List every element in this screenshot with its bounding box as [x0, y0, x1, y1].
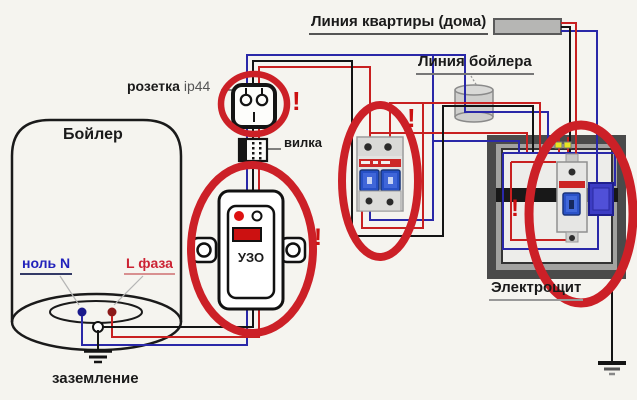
socket-label: розетка ip44	[127, 78, 211, 94]
panel-blue-module	[588, 182, 614, 216]
boiler-text: Бойлер	[63, 126, 123, 143]
rcd-indicator-red	[234, 211, 244, 221]
plug-icon	[237, 137, 269, 163]
panel-label: Электрощит	[489, 279, 584, 301]
warning-mark-socket: !	[292, 86, 301, 116]
apartment-line-label: Линия квартиры (дома)	[309, 13, 489, 35]
terminal-pad	[554, 141, 563, 149]
socket-rating-text: ip44	[183, 78, 211, 94]
highlight-ring-breaker	[338, 101, 422, 261]
phase-text: L фаза	[124, 255, 175, 276]
boiler-outline	[10, 118, 183, 352]
ground-text: заземление	[52, 370, 139, 387]
socket-name-text: розетка	[127, 78, 180, 94]
ground-symbol-right	[598, 361, 626, 376]
phase-terminal	[107, 307, 117, 317]
apartment-line-box	[493, 18, 562, 35]
socket-icon	[231, 83, 277, 129]
warning-mark-panel: !	[511, 195, 519, 222]
rcd-device	[190, 189, 307, 311]
rcd-text: УЗО	[237, 250, 265, 265]
boiler-label: Бойлер	[63, 126, 123, 144]
phase-label: L фаза	[124, 255, 175, 276]
breaker-2pole-icon	[356, 136, 404, 212]
neutral-terminal	[77, 307, 87, 317]
panel-text: Электрощит	[489, 279, 584, 301]
rcd-label: УЗО	[227, 250, 275, 265]
boiler-line-label: Линия бойлера	[416, 53, 534, 75]
neutral-text: ноль N	[20, 255, 73, 276]
highlight-rings	[187, 70, 637, 337]
boiler-line-text: Линия бойлера	[416, 53, 534, 75]
rcd-indicator-white	[251, 210, 263, 222]
highlight-ring-panel	[524, 120, 637, 308]
apartment-line-text: Линия квартиры (дома)	[309, 13, 489, 35]
highlight-ring-socket	[217, 70, 291, 138]
plug-text: вилка	[284, 135, 322, 150]
rcd-display	[232, 227, 262, 242]
warning-mark-breaker: !	[407, 103, 416, 133]
ground-symbol-left	[84, 349, 112, 364]
panel-breaker-icon	[554, 141, 588, 243]
neutral-label: ноль N	[20, 255, 73, 276]
warning-mark-rcd: !	[314, 224, 322, 251]
terminal-pad	[563, 141, 572, 149]
plug-label: вилка	[284, 135, 322, 150]
highlight-ring-rcd	[187, 161, 317, 337]
ground-label: заземление	[52, 370, 139, 388]
